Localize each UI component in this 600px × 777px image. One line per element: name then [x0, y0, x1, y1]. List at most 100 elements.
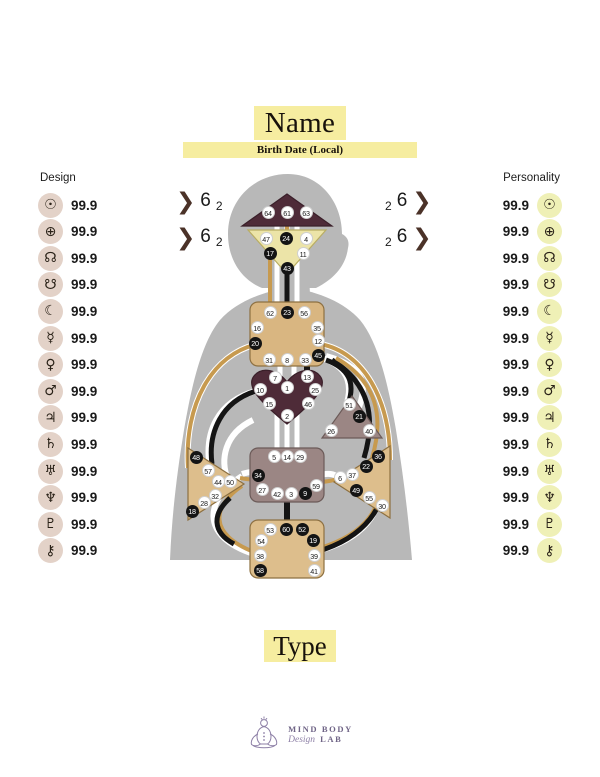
- logo-line-1: MIND BODY: [288, 723, 353, 734]
- personality-row-pluto: ♇99.9: [493, 511, 562, 537]
- gate-60[interactable]: 60: [279, 522, 293, 536]
- birth-date-label: Birth Date (Local): [256, 144, 344, 156]
- gate-3[interactable]: 3: [284, 486, 298, 500]
- personality-column-title: Personality: [503, 172, 560, 184]
- gate-19[interactable]: 19: [306, 533, 320, 547]
- chevron-right-icon: ❯: [412, 225, 432, 251]
- uranus-icon: ♅: [537, 458, 562, 484]
- pluto-icon: ♇: [537, 511, 562, 537]
- gate-64[interactable]: 64: [261, 205, 275, 219]
- personality-gate-value: 99.9: [502, 463, 529, 479]
- gate-27[interactable]: 27: [255, 482, 269, 496]
- gate-7[interactable]: 7: [268, 370, 282, 384]
- gate-61[interactable]: 61: [280, 205, 294, 219]
- gate-34[interactable]: 34: [251, 468, 265, 482]
- gate-6[interactable]: 6: [333, 470, 347, 484]
- gate-39[interactable]: 39: [307, 548, 321, 562]
- gate-49[interactable]: 49: [349, 483, 363, 497]
- gate-16[interactable]: 16: [250, 320, 264, 334]
- design-profile-line-2: ❯ 6 2: [176, 227, 223, 250]
- profile-line-number: 6: [396, 190, 408, 211]
- gate-62[interactable]: 62: [263, 305, 277, 319]
- gate-57[interactable]: 57: [201, 463, 215, 477]
- profile-line-subscript: 2: [215, 235, 223, 249]
- neptune-icon: ♆: [537, 485, 562, 511]
- gate-13[interactable]: 13: [300, 369, 314, 383]
- gate-15[interactable]: 15: [262, 396, 276, 410]
- gate-12[interactable]: 12: [311, 333, 325, 347]
- design-profile-line-1: ❯ 6 2: [176, 191, 223, 214]
- gate-44[interactable]: 44: [211, 474, 225, 488]
- gate-8[interactable]: 8: [280, 352, 294, 366]
- gate-53[interactable]: 53: [263, 522, 277, 536]
- personality-gate-value: 99.9: [502, 303, 529, 319]
- gate-24[interactable]: 24: [279, 231, 293, 245]
- design-gate-value: 99.9: [71, 303, 98, 319]
- gate-9[interactable]: 9: [298, 486, 312, 500]
- gate-51[interactable]: 51: [342, 397, 356, 411]
- gate-52[interactable]: 52: [295, 522, 309, 536]
- design-gate-value: 99.9: [71, 250, 98, 266]
- gate-54[interactable]: 54: [254, 533, 268, 547]
- gate-28[interactable]: 28: [197, 495, 211, 509]
- gate-47[interactable]: 47: [259, 231, 273, 245]
- gate-1[interactable]: 1: [280, 380, 294, 394]
- gate-21[interactable]: 21: [352, 409, 366, 423]
- design-row-south-node: ☋99.9: [38, 272, 107, 298]
- gate-18[interactable]: 18: [185, 504, 199, 518]
- gate-45[interactable]: 45: [311, 348, 325, 362]
- gate-46[interactable]: 46: [301, 396, 315, 410]
- design-row-moon: ☾99.9: [38, 298, 107, 324]
- gate-29[interactable]: 29: [293, 449, 307, 463]
- personality-profile-line-2: 2 6 ❯: [385, 225, 432, 251]
- gate-48[interactable]: 48: [189, 450, 203, 464]
- gate-4[interactable]: 4: [299, 231, 313, 245]
- gate-56[interactable]: 56: [297, 305, 311, 319]
- design-gate-value: 99.9: [71, 410, 98, 426]
- gate-58[interactable]: 58: [253, 563, 267, 577]
- design-row-jupiter: ♃99.9: [38, 405, 107, 431]
- gate-32[interactable]: 32: [208, 488, 222, 502]
- design-row-neptune: ♆99.9: [38, 485, 107, 511]
- design-row-earth: ⊕99.9: [38, 219, 107, 245]
- design-row-mars: ♂99.9: [38, 378, 107, 404]
- earth-icon: ⊕: [38, 219, 63, 245]
- gate-38[interactable]: 38: [253, 548, 267, 562]
- brand-logo: MIND BODY Design LAB: [0, 714, 600, 754]
- gate-36[interactable]: 36: [371, 449, 385, 463]
- gate-11[interactable]: 11: [296, 246, 310, 260]
- gate-50[interactable]: 50: [223, 474, 237, 488]
- gate-26[interactable]: 26: [324, 423, 338, 437]
- personality-gate-value: 99.9: [502, 277, 529, 293]
- gate-23[interactable]: 23: [280, 305, 294, 319]
- gate-35[interactable]: 35: [310, 320, 324, 334]
- gate-30[interactable]: 30: [375, 498, 389, 512]
- gate-5[interactable]: 5: [267, 449, 281, 463]
- gate-55[interactable]: 55: [362, 490, 376, 504]
- design-row-pluto: ♇99.9: [38, 511, 107, 537]
- gate-33[interactable]: 33: [298, 352, 312, 366]
- gate-41[interactable]: 41: [307, 563, 321, 577]
- gate-22[interactable]: 22: [359, 459, 373, 473]
- personality-row-chiron: ⚷99.9: [493, 538, 562, 564]
- gate-31[interactable]: 31: [262, 352, 276, 366]
- gate-42[interactable]: 42: [270, 486, 284, 500]
- gate-10[interactable]: 10: [253, 382, 267, 396]
- pluto-icon: ♇: [38, 511, 63, 537]
- gate-63[interactable]: 63: [299, 205, 313, 219]
- gate-25[interactable]: 25: [308, 382, 322, 396]
- personality-gate-value: 99.9: [502, 330, 529, 346]
- gate-43[interactable]: 43: [280, 261, 294, 275]
- gate-20[interactable]: 20: [248, 336, 262, 350]
- gate-14[interactable]: 14: [280, 449, 294, 463]
- personality-row-saturn: ♄99.9: [493, 431, 562, 457]
- gate-40[interactable]: 40: [362, 423, 376, 437]
- gate-59[interactable]: 59: [309, 478, 323, 492]
- profile-line-subscript: 2: [385, 235, 392, 249]
- design-gate-value: 99.9: [71, 490, 98, 506]
- gate-2[interactable]: 2: [280, 408, 294, 422]
- design-row-sun: ☉99.9: [38, 192, 107, 218]
- gate-17[interactable]: 17: [263, 246, 277, 260]
- gate-37[interactable]: 37: [345, 467, 359, 481]
- mars-icon: ♂: [537, 378, 562, 404]
